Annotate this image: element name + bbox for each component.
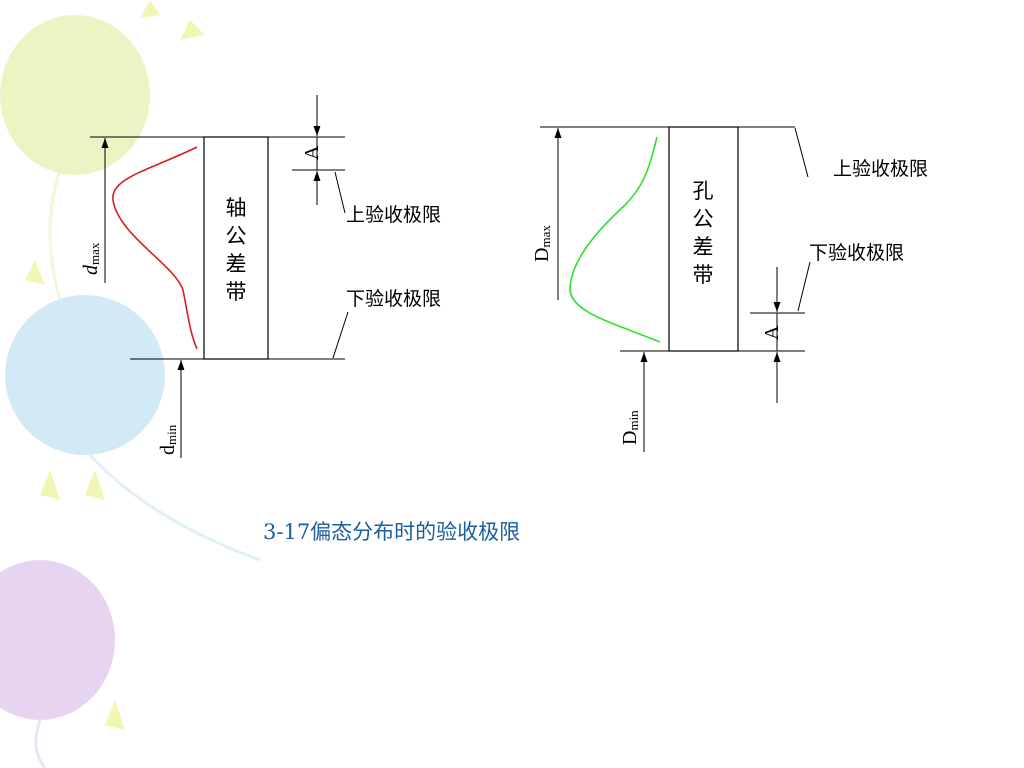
shaft-tolerance-zone: [203, 136, 269, 360]
hole-upper-acceptance-label: 上验收极限: [833, 158, 928, 180]
hole-a-label: A: [761, 325, 783, 340]
hole-distribution-curve: [569, 136, 661, 343]
figure-caption: 3-17偏态分布时的验收极限: [263, 520, 520, 544]
hole-box-char-3: 差: [693, 235, 714, 259]
shaft-lower-leader: [332, 311, 349, 359]
shaft-diagram: 轴 公 差 带 dmax dmin A 上验收极限 下验收极限: [80, 95, 441, 458]
shaft-a-label: A: [301, 145, 323, 160]
blue-balloon: [5, 295, 261, 562]
shaft-box-char-4: 带: [226, 280, 247, 304]
shaft-upper-acceptance-label: 上验收极限: [346, 204, 441, 226]
hole-upper-leader: [794, 127, 809, 178]
shaft-box-char-3: 差: [226, 252, 247, 276]
hole-dmin-label: Dmin: [619, 410, 641, 445]
shaft-lower-acceptance-label: 下验收极限: [346, 288, 441, 310]
hole-lower-leader: [797, 261, 811, 312]
shaft-box-char-2: 公: [226, 224, 247, 248]
hole-box-char-1: 孔: [693, 179, 714, 203]
hole-box-char-2: 公: [693, 207, 714, 231]
shaft-dmin-label: dmin: [157, 424, 179, 455]
hole-tolerance-zone: [668, 126, 739, 352]
shaft-dmax-label: dmax: [80, 242, 102, 275]
hole-diagram: 孔 公 差 带 Dmax Dmin A 上验收极限 下验收极限: [531, 126, 928, 452]
shaft-upper-leader: [334, 171, 346, 214]
yellow-balloon: [0, 15, 150, 301]
hole-dmax-label: Dmax: [531, 225, 553, 262]
shaft-box-char-1: 轴: [226, 196, 247, 220]
sparkle-decorations: [25, 0, 205, 730]
hole-lower-acceptance-label: 下验收极限: [809, 242, 904, 264]
hole-box-char-4: 带: [693, 263, 714, 287]
shaft-distribution-curve: [112, 146, 198, 350]
purple-balloon: [0, 560, 115, 768]
